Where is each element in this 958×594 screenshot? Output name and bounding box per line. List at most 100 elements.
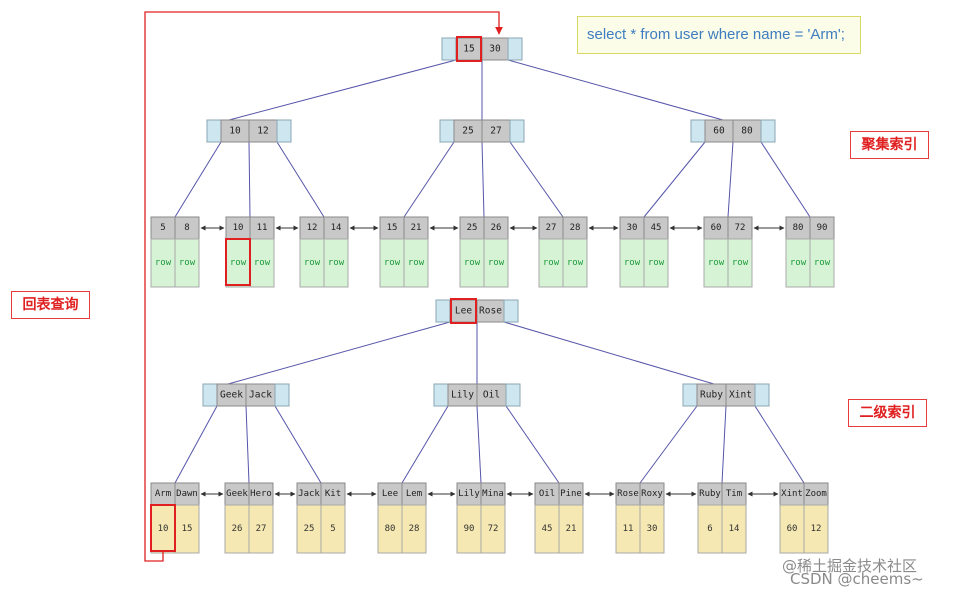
secondary-internal-1-key-0: Lily — [451, 390, 474, 401]
clustered-leaf-2-key-0: 12 — [307, 223, 318, 233]
secondary-root-pointer-right — [503, 299, 519, 323]
clustered-leaf-1-key-1: 11 — [257, 223, 268, 233]
clustered-leaf-8-key-0: 80 — [793, 223, 804, 233]
secondary-index-label: 二级索引 — [848, 399, 927, 427]
secondary-leaf-8-key-1: Zoom — [805, 489, 827, 499]
clustered-index-label: 聚集索引 — [850, 131, 929, 159]
secondary-root-key-0: Lee — [455, 306, 472, 317]
clustered-root-pointer-right — [507, 37, 523, 61]
secondary-leaf-6-id-cell-0 — [615, 504, 641, 554]
clustered-leaf-2-row-cell-1 — [323, 238, 349, 288]
secondary-internal-0-key-0: Geek — [220, 390, 243, 401]
secondary-internal-1-pointer-right — [505, 383, 521, 407]
clustered-leaf-4-row-cell-1 — [483, 238, 509, 288]
clustered-internal-0-pointer-right — [276, 119, 292, 143]
secondary-leaf-7-key-1: Tim — [726, 489, 742, 499]
secondary-leaf-5-id-0: 45 — [542, 524, 553, 534]
clustered-leaf-3-row-1: row — [408, 258, 425, 268]
clustered-leaf-5-row-cell-0 — [538, 238, 564, 288]
clustered-internal-2-edge-2 — [760, 141, 811, 218]
highlight-secondary-leaf-id — [150, 504, 176, 552]
secondary-leaf-6-key-0: Rose — [617, 489, 639, 499]
clustered-leaf-3-row-cell-1 — [403, 238, 429, 288]
secondary-leaf-5-key-1: Pine — [560, 489, 582, 499]
clustered-internal-1-pointer-left — [439, 119, 455, 143]
clustered-leaf-8-row-0: row — [790, 258, 807, 268]
secondary-leaf-1-id-1: 27 — [256, 524, 267, 534]
clustered-leaf-2-row-0: row — [304, 258, 321, 268]
secondary-leaf-8-id-1: 12 — [811, 524, 822, 534]
secondary-internal-0-edge-0 — [174, 405, 218, 484]
secondary-internal-2-key-0: Ruby — [700, 390, 723, 401]
secondary-leaf-2-key-0: Jack — [298, 489, 320, 499]
secondary-leaf-6-key-1: Roxy — [641, 489, 663, 499]
secondary-leaf-4-key-0: Lily — [458, 489, 480, 499]
secondary-leaf-1-key-0: Geek — [226, 489, 248, 499]
clustered-internal-1-pointer-right — [509, 119, 525, 143]
secondary-leaf-0-id-1: 15 — [182, 524, 193, 534]
clustered-internal-0-key-0: 10 — [229, 126, 241, 137]
secondary-leaf-3-id-0: 80 — [385, 524, 396, 534]
clustered-internal-2-key-0: 60 — [713, 126, 725, 137]
secondary-leaf-2-id-cell-1 — [320, 504, 346, 554]
clustered-leaf-6-row-cell-0 — [619, 238, 645, 288]
clustered-leaf-7-key-0: 60 — [711, 223, 722, 233]
secondary-internal-1-key-1: Oil — [483, 390, 500, 401]
secondary-leaf-7-id-0: 6 — [707, 524, 712, 534]
clustered-leaf-4-row-0: row — [464, 258, 481, 268]
secondary-root-pointer-left — [435, 299, 451, 323]
clustered-leaf-1-row-cell-1 — [249, 238, 275, 288]
back-to-table-path — [144, 11, 503, 562]
secondary-leaf-4-key-1: Mina — [482, 489, 504, 499]
clustered-leaf-6-key-0: 30 — [627, 223, 638, 233]
clustered-leaf-5-row-cell-1 — [562, 238, 588, 288]
clustered-root-key-1: 30 — [489, 44, 501, 55]
sql-query-box: select * from user where name = 'Arm'; — [577, 16, 861, 54]
clustered-leaf-8-row-cell-1 — [809, 238, 835, 288]
clustered-leaf-4-row-cell-0 — [459, 238, 485, 288]
secondary-leaf-3-id-cell-1 — [401, 504, 427, 554]
highlight-secondary-root-key — [450, 298, 477, 324]
clustered-root-pointer-left — [441, 37, 457, 61]
secondary-internal-0-pointer-left — [202, 383, 218, 407]
tree-edges — [174, 59, 811, 484]
secondary-leaf-1-id-cell-1 — [248, 504, 274, 554]
watermark-line2: CSDN @cheems~ — [790, 570, 924, 588]
clustered-leaf-1-row-1: row — [254, 258, 271, 268]
clustered-leaf-0-key-0: 5 — [160, 223, 165, 233]
secondary-internal-1-edge-2 — [505, 405, 560, 484]
secondary-leaf-7-id-1: 14 — [729, 524, 740, 534]
clustered-internal-1-edge-1 — [481, 141, 485, 218]
highlight-clustered-root-key — [456, 36, 482, 62]
secondary-internal-2-edge-0 — [639, 405, 698, 484]
highlight-clustered-row — [225, 238, 251, 286]
clustered-leaf-8-row-cell-0 — [785, 238, 811, 288]
clustered-leaf-5-key-1: 28 — [570, 223, 581, 233]
secondary-internal-0-edge-1 — [245, 405, 250, 484]
clustered-internal-0-key-1: 12 — [257, 126, 268, 137]
clustered-root-key-0: 15 — [463, 44, 474, 55]
clustered-leaf-3-key-1: 21 — [411, 223, 422, 233]
secondary-leaf-3-key-0: Lee — [382, 489, 398, 499]
secondary-leaf-3-id-cell-0 — [377, 504, 403, 554]
secondary-leaf-8-id-cell-0 — [779, 504, 805, 554]
clustered-internal-0-edge-2 — [276, 141, 325, 218]
clustered-leaf-3-row-cell-0 — [379, 238, 405, 288]
secondary-leaf-0-id-0: 10 — [158, 524, 169, 534]
secondary-leaf-8-id-0: 60 — [787, 524, 798, 534]
clustered-leaf-4-row-1: row — [488, 258, 505, 268]
clustered-leaf-0-row-0: row — [155, 258, 172, 268]
